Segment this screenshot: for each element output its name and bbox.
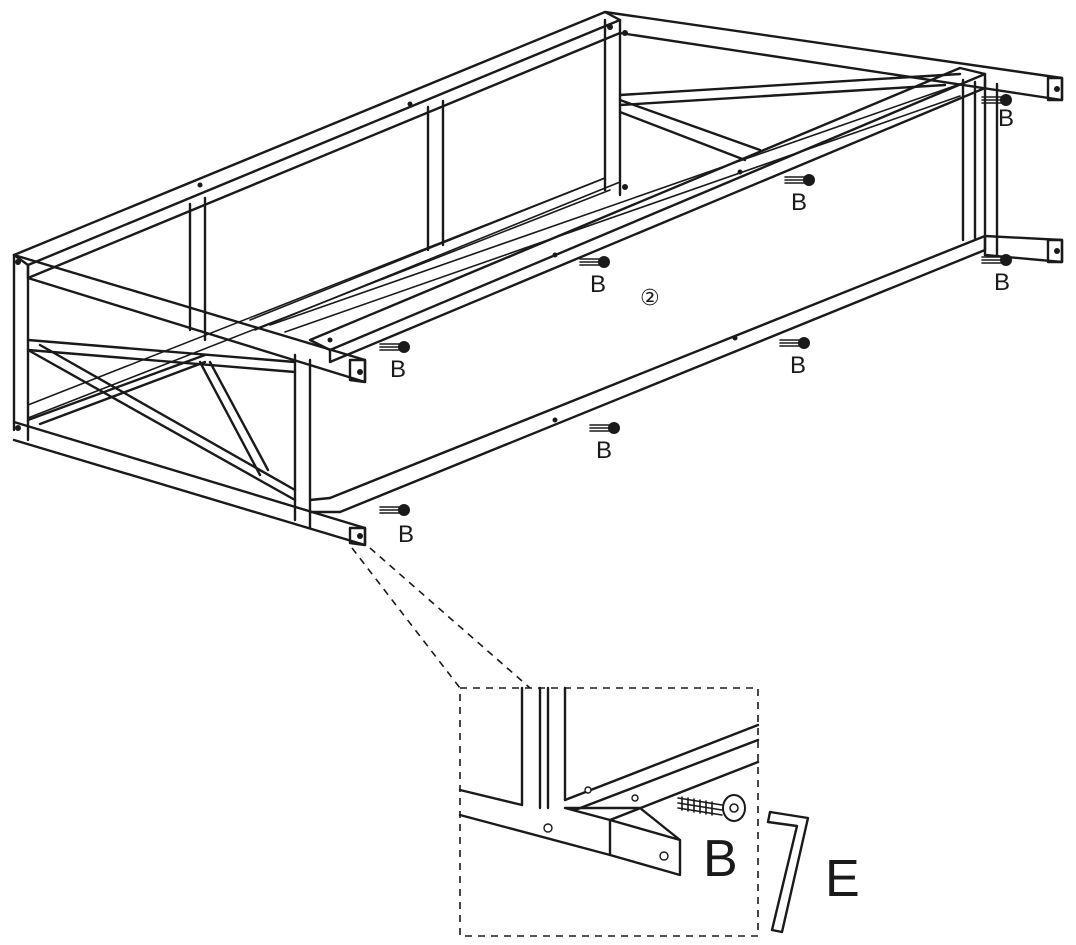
right-top-rail-end [1046, 76, 1064, 102]
bolt-label: B [590, 271, 606, 298]
front-top-rail-edge [328, 72, 987, 364]
bolt-b-5: B [981, 254, 1012, 296]
right-lower-rail-end [1046, 238, 1064, 264]
hole [197, 182, 203, 188]
right-end-brace [618, 72, 962, 162]
hole [737, 169, 743, 175]
hole [15, 259, 21, 265]
detail-hole [631, 794, 639, 802]
right-top-rail [603, 10, 1064, 102]
bolt-b-7: B [589, 422, 620, 464]
frame-structure [12, 10, 1064, 547]
detail-inset: B [458, 686, 760, 937]
bolt-b-3: B [784, 174, 815, 216]
bolt-b-2: B [579, 256, 610, 298]
back-bottom-rail [27, 177, 611, 419]
detail-leader-left [351, 547, 461, 689]
bolt-label: B [596, 437, 612, 464]
detail-inset-border [459, 687, 759, 937]
detail-long-rail [563, 723, 760, 822]
back-post-2 [426, 99, 445, 252]
hole [327, 337, 333, 343]
hole [1054, 248, 1060, 254]
bolt-label: B [998, 105, 1014, 132]
step-marker: ② [640, 286, 660, 311]
left-end-inner-post [293, 353, 312, 530]
detail-leg [563, 806, 682, 877]
bolt-callouts: B B B B B B B [379, 94, 1014, 548]
hole [357, 369, 363, 375]
frame-holes [15, 24, 1060, 539]
right-end-post [961, 78, 977, 242]
back-top-rail-edge [26, 18, 622, 280]
hole [622, 184, 628, 190]
hole [357, 533, 363, 539]
back-corner-post [603, 18, 622, 197]
hex-key-icon [766, 810, 810, 934]
bolt-b-8: B [379, 504, 414, 548]
detail-post-right [546, 686, 567, 810]
front-bottom-rail-edge [308, 496, 342, 514]
bolt-label: B [994, 269, 1010, 296]
hole [622, 30, 628, 36]
left-end-x-brace [26, 343, 297, 502]
detail-leader-right [369, 547, 531, 689]
detail-post-left [520, 686, 542, 810]
bolt-b-4: B [981, 94, 1014, 132]
left-end-outer-post [12, 253, 30, 442]
hole [1054, 86, 1060, 92]
bolt-label: B [790, 352, 806, 379]
detail-bolt [677, 794, 746, 822]
hole [552, 417, 558, 423]
hole [552, 252, 558, 258]
detail-hole [584, 786, 592, 794]
hole [15, 425, 21, 431]
detail-bolt-label: B [703, 830, 738, 888]
right-leg-post [983, 78, 999, 257]
bolt-label: B [390, 356, 406, 383]
bolt-label: B [398, 521, 414, 548]
bolt-b-1: B [379, 341, 410, 383]
bolt-b-6: B [779, 337, 810, 379]
detail-hole [659, 851, 669, 861]
detail-tool-label: E [825, 850, 860, 908]
left-end-bottom-rail-end [348, 526, 367, 547]
front-bottom-rail [328, 234, 987, 514]
inner-slat-2 [269, 83, 961, 333]
left-end-top-rail-end [348, 358, 367, 384]
hole [607, 24, 613, 30]
left-end-mid-rail [26, 338, 297, 374]
bolt-label: B [791, 189, 807, 216]
inner-slat-1 [249, 177, 621, 331]
back-post-1 [188, 196, 207, 342]
detail-hole [543, 823, 553, 833]
hole [732, 335, 738, 341]
hole [407, 101, 413, 107]
detail-rail-left [458, 788, 612, 857]
back-top-rail [12, 10, 622, 267]
